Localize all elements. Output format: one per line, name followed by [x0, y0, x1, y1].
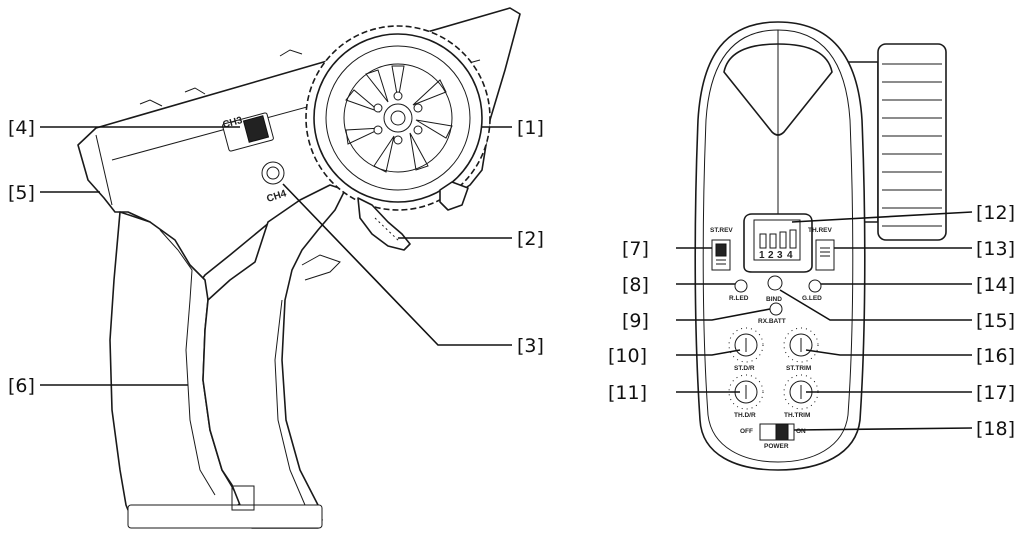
th-trim-label: TH.TRIM [784, 412, 810, 419]
rx-batt-label: RX.BATT [758, 318, 786, 325]
callout-1: [1] [517, 117, 544, 139]
th-dr-label: TH.D/R [734, 412, 756, 419]
th-rev-switch[interactable] [815, 239, 835, 271]
off-label: OFF [740, 428, 753, 435]
wheel-spokes [345, 65, 453, 173]
th-dr-knob[interactable] [728, 374, 764, 410]
display-digit-1: 1 [759, 250, 765, 261]
callout-6: [6] [8, 375, 35, 397]
ch3-switch[interactable] [222, 112, 274, 152]
callout-18: [18] [976, 418, 1015, 440]
display-digit-4: 4 [787, 250, 793, 261]
side-view: CH3 CH4 [1] [2] [3] [4] [5] [6] [8, 7, 544, 529]
callout-14: [14] [976, 274, 1015, 296]
rx-batt-indicator [769, 302, 783, 316]
callout-9: [9] [622, 310, 649, 332]
steering-wheel[interactable] [305, 25, 491, 211]
display-digit-3: 3 [777, 250, 783, 261]
bind-button[interactable] [767, 275, 783, 291]
top-view: 1 2 3 4 ST.REV TH.REV R.LED G.LED BIND [608, 21, 1015, 471]
callout-7: [7] [622, 238, 649, 260]
power-switch[interactable] [759, 423, 795, 441]
callout-15: [15] [976, 310, 1015, 332]
on-label: ON [796, 428, 806, 435]
callout-4: [4] [8, 117, 35, 139]
callout-17: [17] [976, 382, 1015, 404]
callout-16: [16] [976, 345, 1015, 367]
display-digit-2: 2 [768, 250, 774, 261]
callout-8: [8] [622, 274, 649, 296]
th-rev-label: TH.REV [808, 227, 833, 234]
callout-5: [5] [8, 182, 35, 204]
st-trim-label: ST.TRIM [786, 365, 811, 372]
st-rev-switch[interactable] [711, 239, 731, 271]
callout-3: [3] [517, 335, 544, 357]
g-led-label: G.LED [802, 295, 822, 302]
st-dr-knob[interactable] [728, 327, 764, 363]
callout-11: [11] [608, 382, 647, 404]
green-led [808, 279, 822, 293]
st-dr-label: ST.D/R [734, 365, 755, 372]
throttle-trigger[interactable] [357, 197, 411, 251]
lcd-display: 1 2 3 4 [743, 213, 813, 273]
callout-10: [10] [608, 345, 647, 367]
bind-label: BIND [766, 296, 782, 303]
callout-13: [13] [976, 238, 1015, 260]
st-rev-label: ST.REV [710, 227, 733, 234]
power-label: POWER [764, 443, 789, 450]
red-led [734, 279, 748, 293]
callout-12: [12] [976, 202, 1015, 224]
ch4-button[interactable] [261, 161, 285, 185]
callout-2: [2] [517, 228, 544, 250]
r-led-label: R.LED [729, 295, 749, 302]
